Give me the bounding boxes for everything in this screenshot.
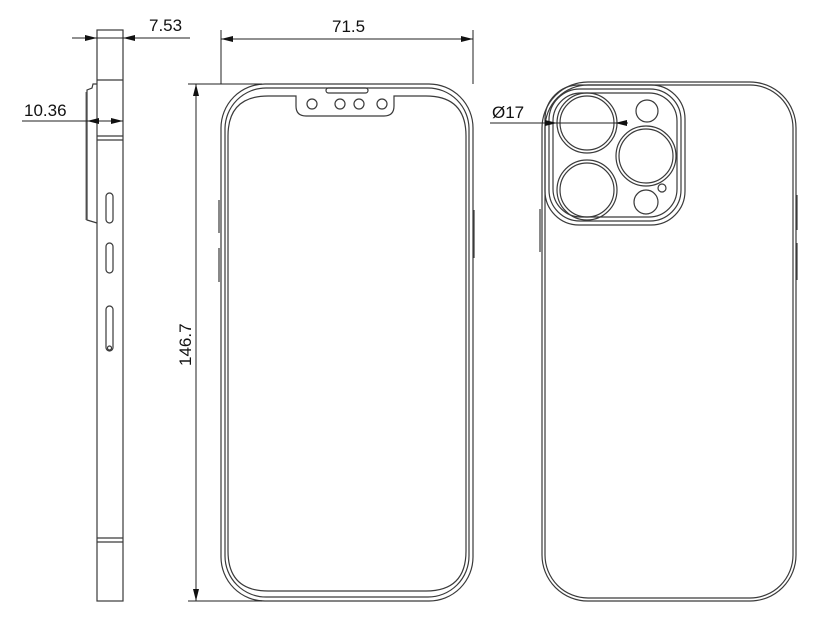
camera-module-outer [544,84,686,226]
dim-height: 146.7 [176,323,195,366]
notch-hole-4 [376,98,388,110]
front-outer-frame [220,83,474,602]
lens-right [615,125,677,187]
side-body [96,29,124,602]
dim-width: 71.5 [332,17,365,36]
side-button-2 [105,242,114,274]
back-view: Ø17 [490,81,798,602]
side-button-1 [105,192,114,224]
camera-bump [86,83,98,224]
screen-outline [227,95,467,592]
flash-icon [635,99,659,123]
notch-hole-3 [353,98,365,110]
side-view: 7.53 10.36 [22,16,190,602]
back-outer-frame [541,81,797,602]
earpiece-speaker [325,87,369,94]
dim-lens-diameter: Ø17 [492,103,524,122]
side-button-3 [105,305,114,352]
notch-hole-2 [334,98,346,110]
dim-bump-thickness: 10.36 [24,101,67,120]
lens-bottom-left [556,159,618,221]
front-view: 71.5 146.7 [176,17,475,602]
back-inner-frame [544,84,794,599]
lidar-sensor [633,189,659,215]
dim-side-thickness: 7.53 [149,16,182,35]
microphone-hole [657,183,667,193]
front-inner-frame [224,87,470,598]
sim-pin-icon [106,345,113,351]
camera-module-ring-2 [552,92,678,218]
notch-hole-1 [306,98,318,110]
camera-module-ring-1 [548,88,682,222]
